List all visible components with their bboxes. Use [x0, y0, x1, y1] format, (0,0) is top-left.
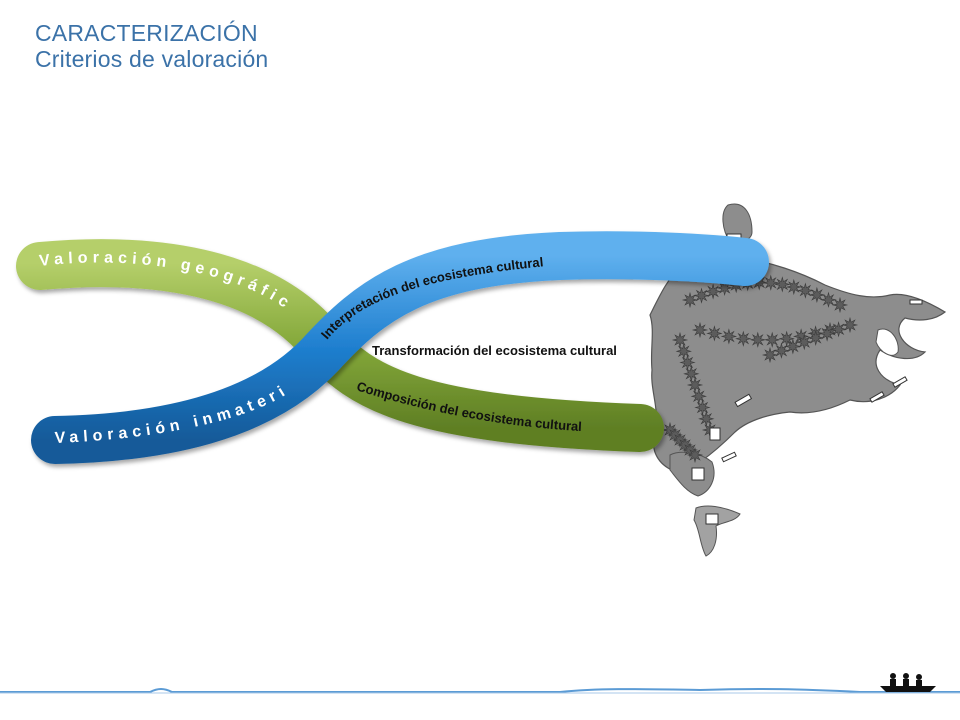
map-star-8	[774, 276, 791, 293]
title-block: CARACTERIZACIÓN Criterios de valoración	[35, 20, 268, 72]
map-star-14	[691, 321, 709, 339]
map-star-30	[694, 399, 711, 416]
map-star-16	[720, 328, 738, 345]
map-star-24	[671, 331, 689, 349]
map-star-38	[818, 325, 836, 342]
map-star-26	[679, 354, 696, 371]
map-star-10	[797, 282, 814, 299]
page-title: CARACTERIZACIÓN	[35, 20, 258, 46]
map-star-1	[694, 287, 710, 304]
map-star-34	[773, 342, 790, 359]
map-star-15	[706, 325, 723, 342]
map-star-46	[686, 446, 704, 464]
map-star-33	[761, 346, 779, 364]
map-star-28	[686, 376, 704, 394]
map-star-12	[820, 291, 837, 308]
map-star-19	[764, 331, 781, 348]
map-star-18	[749, 331, 766, 348]
map-star-31	[698, 410, 715, 427]
water-line	[0, 687, 960, 693]
map-star-25	[675, 343, 692, 360]
map-star-39	[830, 321, 847, 338]
map-star-3	[716, 279, 733, 297]
label-historica: Valoración histórica	[45, 343, 267, 360]
ribbon-interpretacion	[31, 231, 769, 464]
map-star-7	[762, 274, 779, 291]
map-star-11	[808, 286, 826, 304]
city-map-icon	[649, 203, 947, 557]
map-star-17	[735, 330, 752, 347]
page-subtitle: Criterios de valoración	[35, 46, 269, 72]
map-star-2	[704, 283, 722, 300]
map-star-35	[784, 338, 802, 355]
map-star-36	[796, 333, 813, 351]
map-star-13	[831, 296, 849, 314]
map-star-27	[683, 365, 700, 382]
map-star-37	[807, 329, 824, 347]
boat-icon	[880, 673, 936, 692]
map-star-9	[786, 278, 802, 296]
map-star-0	[681, 291, 699, 309]
map-star-40	[841, 316, 859, 334]
label-transformacion: Transformación del ecosistema cultural	[372, 343, 617, 358]
map-star-29	[690, 388, 707, 405]
